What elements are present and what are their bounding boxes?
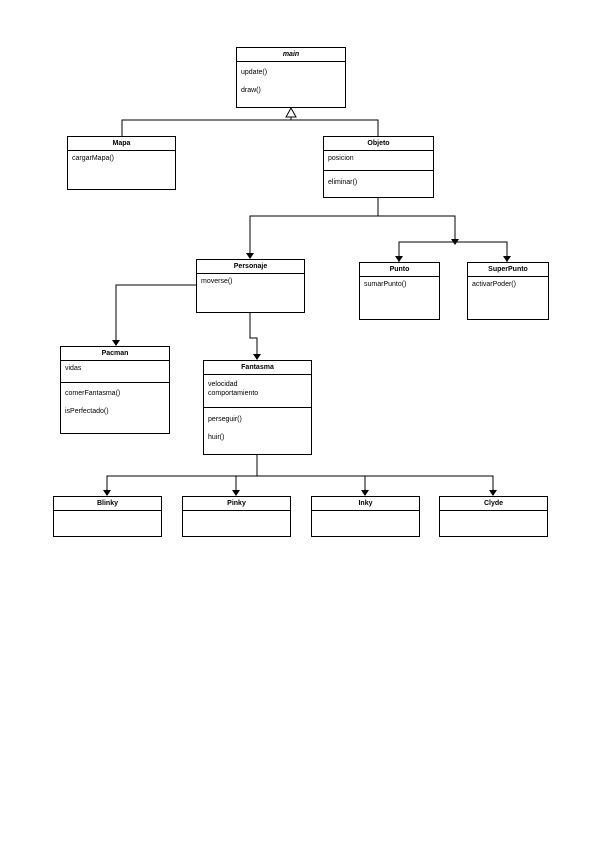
- method: eliminar(): [328, 179, 358, 186]
- inherit-objeto-main: [291, 119, 379, 136]
- attributes-section: posicion: [324, 151, 433, 171]
- methods-section: eliminar(): [324, 171, 433, 190]
- class-punto: Punto sumarPunto(): [359, 262, 440, 320]
- class-name: Inky: [312, 497, 419, 511]
- method: activarPoder(): [472, 281, 516, 288]
- arrowhead-clyde: [489, 490, 497, 496]
- assoc-objeto-children: [249, 198, 379, 254]
- methods-section: sumarPunto(): [360, 277, 439, 292]
- class-name: Blinky: [54, 497, 161, 511]
- arrowhead-superpunto: [503, 256, 511, 262]
- method: draw(): [241, 87, 261, 94]
- arrowhead-objeto-split: [451, 239, 459, 245]
- attributes-section: velocidad comportamiento: [204, 375, 311, 408]
- arrowhead-pacman: [112, 340, 120, 346]
- class-personaje: Personaje moverse(): [196, 259, 305, 313]
- method: isPerfectado(): [65, 408, 109, 415]
- arrowhead-blinky: [103, 490, 111, 496]
- class-main: main update() draw(): [236, 47, 346, 108]
- attributes-section: vidas: [61, 361, 169, 383]
- assoc-punto-sp-bar: [398, 241, 508, 262]
- class-pacman: Pacman vidas comerFantasma() isPerfectad…: [60, 346, 170, 434]
- class-name: Personaje: [197, 260, 304, 274]
- class-objeto: Objeto posicion eliminar(): [323, 136, 434, 198]
- assoc-personaje-pacman: [115, 284, 196, 343]
- class-blinky: Blinky: [53, 496, 162, 537]
- class-name: Mapa: [68, 137, 175, 151]
- class-name: Punto: [360, 263, 439, 277]
- class-name: Clyde: [440, 497, 547, 511]
- method: huir(): [208, 434, 225, 441]
- methods-section: update() draw(): [237, 62, 345, 98]
- class-name: Pacman: [61, 347, 169, 361]
- class-name: SuperPunto: [468, 263, 548, 277]
- assoc-ghosts-bar: [257, 475, 494, 493]
- arrowhead-fantasma: [253, 354, 261, 360]
- methods-section: cargarMapa(): [68, 151, 175, 166]
- assoc-fantasma-ghosts: [106, 455, 258, 493]
- class-name: Objeto: [324, 137, 433, 151]
- methods-section: moverse(): [197, 274, 304, 289]
- class-pinky: Pinky: [182, 496, 291, 537]
- assoc-objeto-punto-sp: [378, 215, 456, 242]
- method: moverse(): [201, 278, 233, 285]
- class-fantasma: Fantasma velocidad comportamiento perseg…: [203, 360, 312, 455]
- class-name: main: [237, 48, 345, 62]
- attribute: comportamiento: [208, 390, 259, 397]
- class-inky: Inky: [311, 496, 420, 537]
- attribute: velocidad: [208, 381, 238, 388]
- inherit-mapa-main: [121, 117, 292, 136]
- class-mapa: Mapa cargarMapa(): [67, 136, 176, 190]
- class-name: Pinky: [183, 497, 290, 511]
- attribute: posicion: [328, 155, 354, 162]
- methods-section: activarPoder(): [468, 277, 548, 292]
- method: perseguir(): [208, 416, 242, 423]
- arrowhead-inky: [361, 490, 369, 496]
- arrowhead-pinky: [232, 490, 240, 496]
- class-name: Fantasma: [204, 361, 311, 375]
- arrowhead-punto: [395, 256, 403, 262]
- method: sumarPunto(): [364, 281, 407, 288]
- method: cargarMapa(): [72, 155, 115, 162]
- assoc-personaje-fantasma: [249, 313, 258, 356]
- method: update(): [241, 69, 268, 76]
- methods-section: comerFantasma() isPerfectado(): [61, 383, 169, 419]
- method: comerFantasma(): [65, 390, 121, 397]
- class-clyde: Clyde: [439, 496, 548, 537]
- inheritance-triangle: [285, 106, 297, 118]
- methods-section: perseguir() huir(): [204, 408, 311, 445]
- arrowhead-personaje: [246, 253, 254, 259]
- class-superpunto: SuperPunto activarPoder(): [467, 262, 549, 320]
- attribute: vidas: [65, 365, 82, 372]
